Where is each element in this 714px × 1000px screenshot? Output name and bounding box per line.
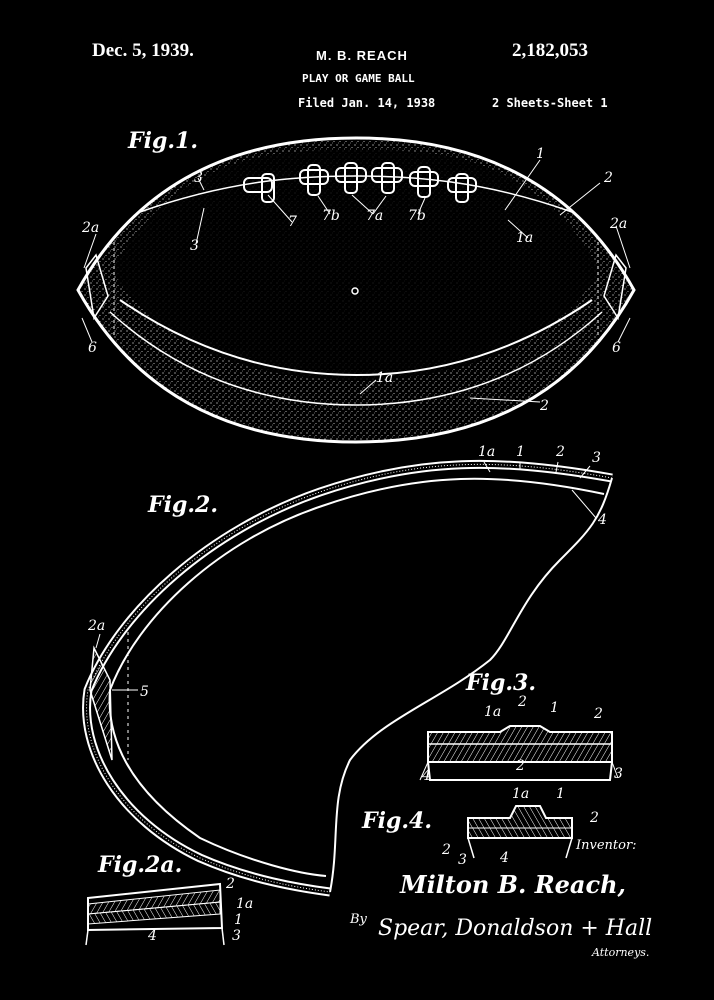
fig4-ref: 4	[500, 850, 509, 866]
fig2-section-drawing	[82, 459, 613, 897]
fig2a-ref: 3	[232, 928, 241, 944]
fig3-detail-drawing	[419, 725, 619, 781]
fig2a-label: Fig.2a.	[98, 852, 183, 878]
fig1-ref: 3	[190, 238, 199, 254]
fig2-ref: 1a	[478, 444, 496, 460]
fig3-ref: 3	[614, 766, 623, 782]
fig1-ref: 3	[194, 170, 203, 186]
sheet-count: 2 Sheets-Sheet 1	[492, 96, 608, 110]
fig4-label: Fig.4.	[362, 808, 432, 834]
inventor-name-header: M. B. REACH	[316, 48, 408, 63]
fig1-ref: 7b	[322, 208, 340, 224]
fig1-ref: 2a	[610, 216, 628, 232]
fig1-ref: 7a	[366, 208, 384, 224]
fig1-label: Fig.1.	[128, 128, 198, 154]
fig3-ref: 2	[516, 758, 525, 774]
fig2-ref: 1	[516, 444, 525, 460]
fig2-ref: 3	[592, 450, 601, 466]
fig1-ref: 1	[536, 146, 545, 162]
fig1-ref: 1a	[376, 370, 394, 386]
fig4-ref: 2	[590, 810, 599, 826]
inventor-signature: Milton B. Reach,	[400, 870, 626, 899]
patent-title: PLAY OR GAME BALL	[302, 72, 415, 85]
fig4-ref: 1	[556, 786, 565, 802]
fig1-ref: 6	[88, 340, 97, 356]
inventor-label: Inventor:	[576, 838, 637, 853]
fig2a-ref: 1	[234, 912, 243, 928]
patent-date: Dec. 5, 1939.	[92, 40, 194, 61]
fig1-ref: 7b	[408, 208, 426, 224]
fig1-ref: 2a	[82, 220, 100, 236]
fig2-ref: 2a	[88, 618, 106, 634]
attorneys-signature: Spear, Donaldson + Hall	[378, 916, 653, 941]
by-label: By	[350, 912, 367, 927]
fig2a-ref: 4	[148, 928, 157, 944]
fig1-ref: 1a	[516, 230, 534, 246]
patent-number: 2,182,053	[512, 40, 588, 61]
fig3-ref: 1	[550, 700, 559, 716]
fig2a-ref: 1a	[236, 896, 254, 912]
fig4-detail-drawing	[467, 805, 573, 859]
fig1-ref: 2	[604, 170, 613, 186]
fig3-ref: 4	[422, 768, 431, 784]
fig1-ref: 6	[612, 340, 621, 356]
fig3-ref: 2	[518, 694, 527, 710]
fig2-ref: 2	[556, 444, 565, 460]
fig3-label: Fig.3.	[466, 670, 536, 696]
fig2a-ref: 2	[226, 876, 235, 892]
fig2a-detail-drawing	[85, 882, 225, 946]
fig2-label: Fig.2.	[148, 492, 218, 518]
fig1-football-drawing	[76, 136, 636, 444]
fig1-ref: 2	[540, 398, 549, 414]
fig3-ref: 2	[594, 706, 603, 722]
fig4-ref: 3	[458, 852, 467, 868]
attorneys-label: Attorneys.	[592, 946, 650, 959]
fig4-ref: 1a	[512, 786, 530, 802]
fig1-ref: 7	[288, 214, 297, 230]
fig3-ref: 1a	[484, 704, 502, 720]
fig2-ref: 5	[140, 684, 149, 700]
fig4-ref: 2	[442, 842, 451, 858]
fig2-ref: 4	[598, 512, 607, 528]
filing-date: Filed Jan. 14, 1938	[298, 96, 436, 110]
